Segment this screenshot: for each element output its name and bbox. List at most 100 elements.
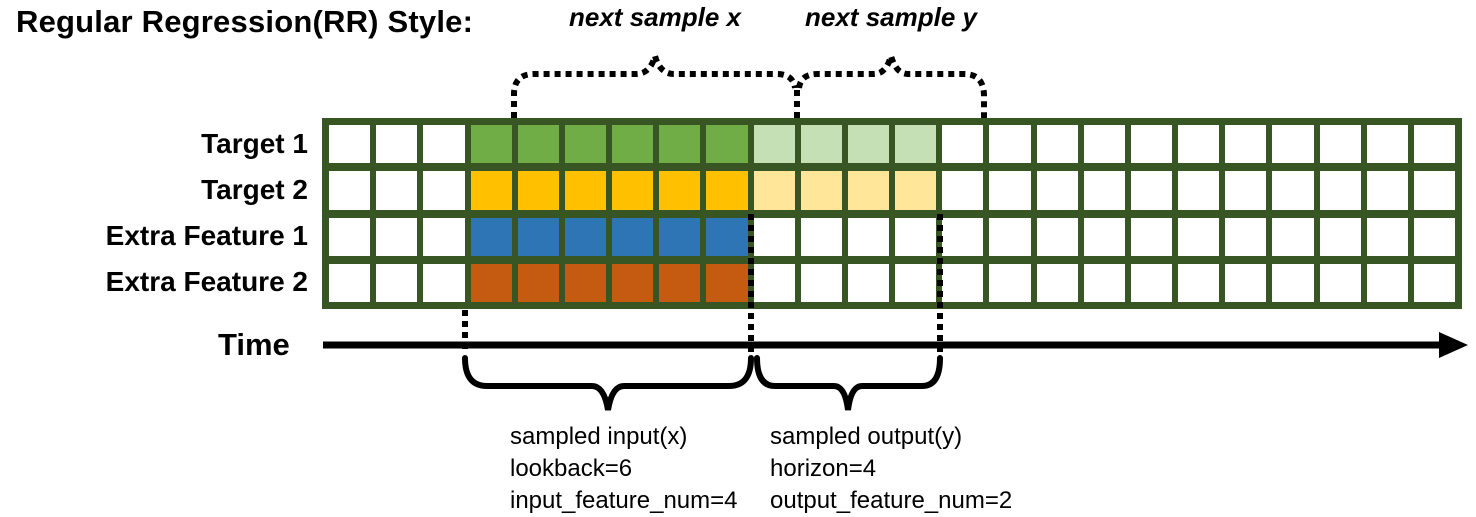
sample-grid bbox=[322, 118, 1462, 309]
grid-cell bbox=[517, 171, 559, 210]
grid-cell bbox=[564, 217, 606, 256]
grid-cell bbox=[1319, 171, 1361, 210]
grid-cell bbox=[1366, 125, 1408, 164]
grid-cell bbox=[423, 171, 465, 210]
grid-cell bbox=[1366, 217, 1408, 256]
grid-cell bbox=[847, 217, 889, 256]
lookback-value: lookback=6 bbox=[510, 455, 633, 482]
grid-cell bbox=[1178, 171, 1220, 210]
grid-cell bbox=[895, 125, 937, 164]
grid-cell bbox=[1083, 125, 1125, 164]
grid-cell bbox=[1130, 125, 1172, 164]
grid-cell bbox=[753, 125, 795, 164]
grid-cell bbox=[1272, 263, 1314, 302]
grid-cell bbox=[1366, 171, 1408, 210]
grid-cell bbox=[1225, 171, 1267, 210]
grid-cell bbox=[895, 217, 937, 256]
grid-cell bbox=[1130, 263, 1172, 302]
next-sample-x-label: next sample x bbox=[569, 2, 741, 32]
grid-cell bbox=[1036, 263, 1078, 302]
grid-cell bbox=[706, 125, 748, 164]
grid-cell bbox=[659, 263, 701, 302]
grid-cell bbox=[517, 217, 559, 256]
grid-cell bbox=[470, 263, 512, 302]
grid-cell bbox=[329, 171, 371, 210]
grid-cell bbox=[470, 171, 512, 210]
grid-cell bbox=[942, 217, 984, 256]
grid-cell bbox=[470, 217, 512, 256]
grid-cell bbox=[329, 263, 371, 302]
grid-cell bbox=[1319, 217, 1361, 256]
sampled-output-title: sampled output(y) bbox=[770, 423, 963, 450]
grid-cell bbox=[1319, 125, 1361, 164]
grid-cell bbox=[612, 171, 654, 210]
grid-cell bbox=[612, 217, 654, 256]
row-label-extra-feature-2: Extra Feature 2 bbox=[105, 266, 308, 298]
grid-cell bbox=[1083, 171, 1125, 210]
grid-cell bbox=[517, 125, 559, 164]
grid-cell bbox=[895, 263, 937, 302]
grid-cell bbox=[1083, 263, 1125, 302]
next-sample-y-label: next sample y bbox=[805, 2, 977, 32]
sampled-output-annotation: sampled output(y) horizon=4 output_featu… bbox=[770, 421, 1012, 517]
row-label-target-2: Target 2 bbox=[201, 173, 308, 205]
grid-cell bbox=[1272, 217, 1314, 256]
grid-cell bbox=[1366, 263, 1408, 302]
grid-cell bbox=[1413, 125, 1455, 164]
grid-cell bbox=[1413, 217, 1455, 256]
grid-cell bbox=[470, 125, 512, 164]
grid-cell bbox=[1413, 171, 1455, 210]
grid-cell bbox=[1319, 263, 1361, 302]
grid-cell bbox=[989, 125, 1031, 164]
horizon-value: horizon=4 bbox=[770, 455, 877, 482]
grid-cell bbox=[706, 171, 748, 210]
grid-cell bbox=[753, 217, 795, 256]
sampled-input-annotation: sampled input(x) lookback=6 input_featur… bbox=[510, 421, 738, 517]
grid-cell bbox=[706, 263, 748, 302]
grid-cell bbox=[423, 125, 465, 164]
grid-cell bbox=[376, 263, 418, 302]
grid-cell bbox=[517, 263, 559, 302]
grid-cell bbox=[989, 171, 1031, 210]
grid-cell bbox=[612, 263, 654, 302]
grid-cell bbox=[376, 125, 418, 164]
time-axis-arrowhead bbox=[1439, 332, 1468, 358]
grid-cell bbox=[847, 263, 889, 302]
grid-cell bbox=[659, 125, 701, 164]
row-label-extra-feature-1: Extra Feature 1 bbox=[105, 220, 308, 251]
row-label-target-1: Target 1 bbox=[201, 127, 308, 159]
grid-cell bbox=[847, 125, 889, 164]
sampled-output-brace bbox=[754, 355, 943, 411]
grid-cell bbox=[1178, 217, 1220, 256]
grid-cell bbox=[1178, 263, 1220, 302]
grid-cell bbox=[1225, 217, 1267, 256]
grid-cell bbox=[1272, 125, 1314, 164]
input-feature-num-value: input_feature_num=4 bbox=[510, 487, 738, 514]
grid-cell bbox=[659, 217, 701, 256]
grid-cell bbox=[612, 125, 654, 164]
grid-cell bbox=[942, 171, 984, 210]
grid-cell bbox=[800, 263, 842, 302]
grid-cell bbox=[800, 171, 842, 210]
grid-cell bbox=[1413, 263, 1455, 302]
sampled-input-brace bbox=[462, 355, 754, 411]
grid-cell bbox=[942, 263, 984, 302]
grid-cell bbox=[1272, 171, 1314, 210]
grid-cell bbox=[329, 125, 371, 164]
grid-cell bbox=[376, 171, 418, 210]
grid-cell bbox=[1036, 125, 1078, 164]
grid-cell bbox=[1083, 217, 1125, 256]
sampled-input-title: sampled input(x) bbox=[510, 423, 688, 450]
grid-cell bbox=[423, 263, 465, 302]
grid-cell bbox=[989, 217, 1031, 256]
grid-cell bbox=[753, 263, 795, 302]
grid-cell bbox=[1036, 171, 1078, 210]
grid-cell bbox=[895, 171, 937, 210]
grid-cell bbox=[942, 125, 984, 164]
grid-cell bbox=[329, 217, 371, 256]
next-sample-x-brace bbox=[511, 44, 798, 118]
grid-cell bbox=[376, 217, 418, 256]
grid-cell bbox=[564, 171, 606, 210]
output-feature-num-value: output_feature_num=2 bbox=[770, 487, 1013, 514]
